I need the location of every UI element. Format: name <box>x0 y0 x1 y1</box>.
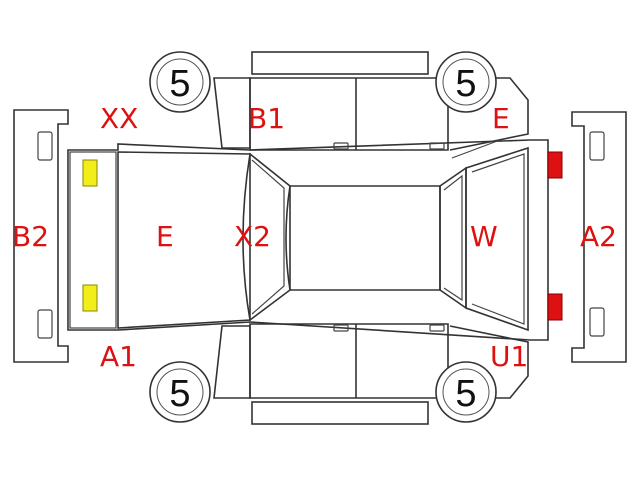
tire-front-left-value: 5 <box>169 63 190 105</box>
tire-front-left: 5 <box>149 51 211 113</box>
code-b1: B1 <box>248 102 285 135</box>
tire-front-right-value: 5 <box>169 373 190 415</box>
code-w: W <box>470 220 498 253</box>
code-u1: U1 <box>490 340 528 373</box>
code-x2: X2 <box>234 220 271 253</box>
side-doors-top <box>213 51 529 159</box>
taillight-marker-bottom <box>547 293 563 321</box>
tire-rear-right: 5 <box>435 361 497 423</box>
tire-rear-left: 5 <box>435 51 497 113</box>
tire-front-right: 5 <box>149 361 211 423</box>
code-e-hood: E <box>156 220 174 253</box>
code-b2: B2 <box>12 220 49 253</box>
code-xx: XX <box>100 102 138 135</box>
tire-rear-left-value: 5 <box>455 63 476 105</box>
rear-bumper <box>571 111 627 363</box>
front-bumper <box>13 109 69 363</box>
car-body <box>67 139 549 341</box>
code-a1: A1 <box>100 340 137 373</box>
headlight-marker-top <box>82 159 98 187</box>
taillight-marker-top <box>547 151 563 179</box>
code-a2: A2 <box>580 220 617 253</box>
headlight-marker-bottom <box>82 284 98 312</box>
tire-rear-right-value: 5 <box>455 373 476 415</box>
code-e-top: E <box>492 102 510 135</box>
